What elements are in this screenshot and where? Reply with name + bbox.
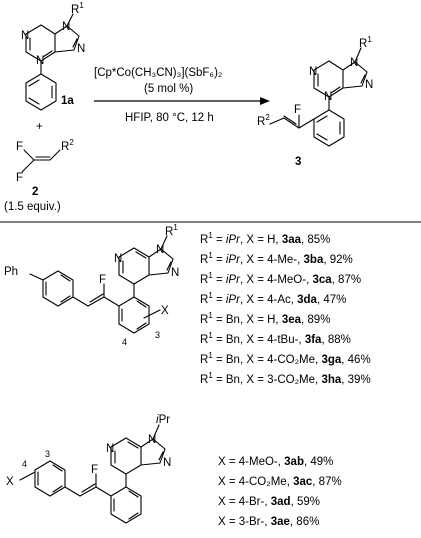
scope2-row-3ac: X = 4-CO₂Me, 3ac, 87% — [218, 476, 342, 488]
scope2-row-3ae: X = 3-Br-, 3ae, 86% — [218, 516, 319, 528]
plus-sign: + — [36, 121, 43, 133]
substituent-r2-label: R2 — [61, 138, 74, 153]
scope1-row-3fa: R1 = Bn, X = 4-tBu-, 3fa, 88% — [200, 331, 351, 346]
atom-n: N — [62, 21, 70, 33]
catalyst-text: [Cp*Co(CH₃CN)₃](SbF₆)₂ — [94, 67, 222, 79]
atom-n: N — [350, 57, 358, 69]
atom-n: N — [324, 91, 332, 103]
substituent-r1-label: R1 — [165, 223, 178, 238]
atom-n: N — [106, 443, 114, 455]
phenyl-label: Ph — [4, 266, 18, 278]
atom-f: F — [16, 172, 23, 184]
atom-f: F — [99, 274, 106, 286]
atom-f: F — [16, 141, 23, 153]
catalyst-loading-text: (5 mol %) — [144, 83, 193, 95]
product-3-structure — [269, 47, 368, 147]
atom-n: N — [156, 244, 164, 256]
atom-n: N — [163, 457, 171, 469]
scope1-row-3aa: R1 = iPr, X = H, 3aa, 85% — [200, 231, 330, 246]
scope1-table: R1 = iPr, X = H, 3aa, 85% R1 = iPr, X = … — [200, 231, 371, 386]
equivalents-text: (1.5 equiv.) — [4, 201, 61, 213]
scope1-structure — [29, 235, 174, 334]
scope2-row-3ab: X = 4-MeO-, 3ab, 49% — [218, 456, 333, 468]
atom-n: N — [36, 55, 44, 67]
position-3-label: 3 — [45, 449, 50, 459]
position-3-label: 3 — [155, 330, 160, 340]
scope1-row-3da: R1 = iPr, X = 4-Ac, 3da, 47% — [200, 291, 346, 306]
atom-n: N — [21, 30, 29, 42]
scope1-row-3ca: R1 = iPr, X = 4-MeO-, 3ca, 87% — [200, 271, 361, 286]
atom-n: N — [309, 66, 317, 78]
substituent-r1-label: R1 — [359, 35, 372, 50]
atom-f: F — [91, 464, 98, 476]
scope1-row-3ea: R1 = Bn, X = H, 3ea, 89% — [200, 311, 330, 326]
scope1-row-3ga: R1 = Bn, X = 4-CO₂Me, 3ga, 46% — [200, 351, 371, 366]
substituent-ipr-label: iPr — [156, 414, 170, 426]
atom-n: N — [365, 79, 373, 91]
atom-f: F — [294, 104, 301, 116]
scope2-table: X = 4-MeO-, 3ab, 49% X = 4-CO₂Me, 3ac, 8… — [218, 456, 342, 528]
scope2-structure — [19, 424, 166, 524]
conditions-text: HFIP, 80 °C, 12 h — [125, 112, 214, 124]
compound-label-1a: 1a — [61, 95, 74, 107]
atom-n: N — [114, 253, 122, 265]
substrate-1a-structure — [25, 13, 80, 111]
alkene-2-structure — [21, 149, 61, 173]
scope1-row-3ba: R1 = iPr, X = 4-Me-, 3ba, 92% — [200, 251, 353, 266]
atom-n: N — [171, 267, 179, 279]
scope2-row-3ad: X = 4-Br-, 3ad, 59% — [218, 496, 320, 508]
scope1-row-3ha: R1 = Bn, X = 3-CO₂Me, 3ha, 39% — [200, 371, 371, 386]
atom-n: N — [77, 43, 85, 55]
substituent-x-label: X — [6, 476, 14, 488]
compound-label-3: 3 — [295, 156, 301, 168]
position-4-label: 4 — [22, 459, 27, 469]
atom-n: N — [148, 434, 156, 446]
substituent-r1-label: R1 — [71, 1, 84, 16]
compound-label-2: 2 — [32, 186, 38, 198]
substituent-x-label: X — [161, 305, 169, 317]
substituent-r2-label: R2 — [257, 113, 270, 128]
reaction-arrow — [94, 97, 270, 105]
position-4-label: 4 — [122, 337, 127, 347]
